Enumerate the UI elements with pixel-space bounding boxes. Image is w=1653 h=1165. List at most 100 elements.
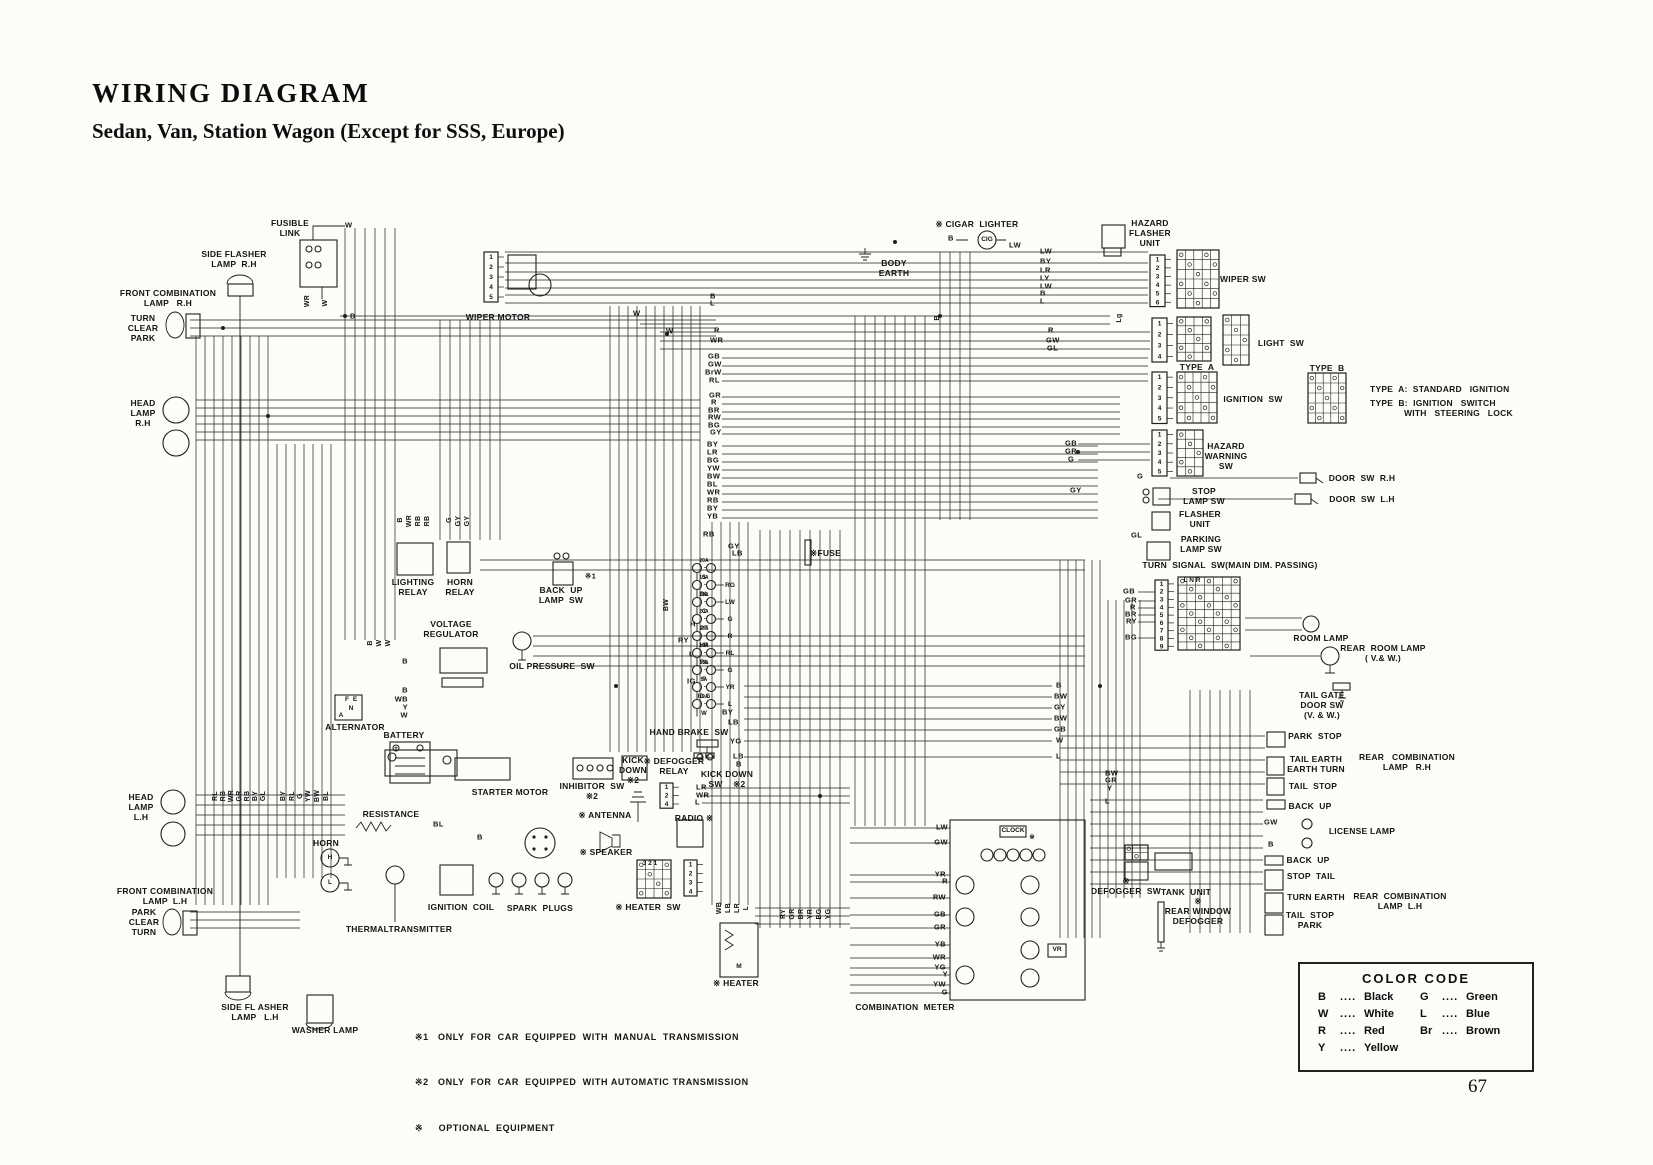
svg-text:8: 8 bbox=[1160, 636, 1164, 643]
svg-text:RL: RL bbox=[700, 660, 708, 666]
color-code-abbr: L bbox=[1420, 1008, 1427, 1021]
color-code-title: COLOR CODE bbox=[1361, 971, 1471, 986]
color-code-entry: Y.... Yellow bbox=[1318, 1040, 1420, 1057]
svg-text:6: 6 bbox=[1160, 620, 1164, 627]
color-code-dots: .... bbox=[1340, 1042, 1357, 1055]
page-header: WIRING DIAGRAM Sedan, Van, Station Wagon… bbox=[92, 78, 565, 144]
svg-text:3: 3 bbox=[1158, 343, 1162, 350]
svg-text:3: 3 bbox=[1158, 450, 1162, 457]
svg-text:4: 4 bbox=[665, 801, 669, 808]
svg-text:20A: 20A bbox=[699, 558, 709, 564]
color-code-dots: .... bbox=[1442, 1025, 1459, 1038]
svg-text:4: 4 bbox=[1156, 282, 1160, 289]
svg-text:LW: LW bbox=[725, 599, 736, 606]
color-code-entry: Br.... Brown bbox=[1420, 1023, 1522, 1040]
color-code-name: Black bbox=[1364, 991, 1394, 1003]
svg-text:10A: 10A bbox=[699, 575, 709, 581]
svg-text:2: 2 bbox=[489, 264, 493, 271]
svg-text:2: 2 bbox=[1158, 332, 1162, 339]
svg-text:3: 3 bbox=[689, 880, 693, 887]
svg-text:1: 1 bbox=[1156, 256, 1160, 263]
svg-text:2: 2 bbox=[665, 793, 669, 800]
svg-text:YR: YR bbox=[725, 684, 734, 691]
svg-text:1: 1 bbox=[1158, 374, 1162, 381]
svg-text:G: G bbox=[727, 616, 732, 623]
svg-text:W: W bbox=[701, 711, 707, 717]
svg-text:C: C bbox=[702, 609, 707, 615]
svg-text:5: 5 bbox=[1158, 415, 1162, 422]
svg-text:2: 2 bbox=[1156, 265, 1160, 272]
color-code-abbr: G bbox=[1420, 991, 1429, 1003]
svg-text:10A: 10A bbox=[699, 643, 709, 649]
page-number: 67 bbox=[1468, 1076, 1487, 1097]
svg-text:RL: RL bbox=[726, 650, 735, 657]
svg-text:1: 1 bbox=[1158, 321, 1162, 328]
color-code-name: Brown bbox=[1466, 1025, 1501, 1038]
svg-text:5A: 5A bbox=[701, 677, 708, 683]
svg-text:1: 1 bbox=[1158, 432, 1162, 439]
svg-text:9: 9 bbox=[1160, 643, 1164, 650]
svg-text:DL: DL bbox=[700, 592, 708, 598]
svg-text:4: 4 bbox=[1158, 459, 1162, 466]
svg-text:20A: 20A bbox=[699, 592, 709, 598]
svg-text:F: F bbox=[702, 677, 706, 683]
svg-text:R: R bbox=[728, 633, 733, 640]
color-code-name: White bbox=[1364, 1008, 1394, 1021]
svg-text:5: 5 bbox=[1160, 612, 1164, 619]
footnotes: ※1 ONLY FOR CAR EQUIPPED WITH MANUAL TRA… bbox=[415, 999, 749, 1165]
svg-text:7: 7 bbox=[1160, 628, 1164, 635]
svg-text:3: 3 bbox=[1156, 274, 1160, 281]
svg-text:4: 4 bbox=[1158, 405, 1162, 412]
svg-text:L: L bbox=[728, 701, 732, 708]
svg-text:IG G: IG G bbox=[698, 694, 711, 700]
svg-text:RG: RG bbox=[725, 582, 735, 589]
svg-text:4: 4 bbox=[489, 284, 493, 291]
footnote-1: ※1 ONLY FOR CAR EQUIPPED WITH MANUAL TRA… bbox=[415, 1031, 740, 1042]
color-code-dots: .... bbox=[1442, 991, 1459, 1003]
svg-text:S: S bbox=[702, 575, 706, 581]
color-code-abbr: R bbox=[1318, 1025, 1326, 1038]
svg-text:4: 4 bbox=[689, 889, 693, 896]
color-code-entry: B....Black bbox=[1318, 989, 1420, 1006]
svg-text:2: 2 bbox=[689, 871, 693, 878]
footnote-3: ※ OPTIONAL EQUIPMENT bbox=[415, 1123, 555, 1134]
svg-text:3: 3 bbox=[489, 274, 493, 281]
color-code-entry: L.... Blue bbox=[1420, 1006, 1522, 1023]
color-code-abbr: W bbox=[1318, 1008, 1329, 1021]
svg-text:6: 6 bbox=[1156, 299, 1160, 306]
svg-text:5: 5 bbox=[1158, 468, 1162, 475]
color-code-abbr: Y bbox=[1318, 1042, 1326, 1055]
svg-text:2: 2 bbox=[1158, 384, 1162, 391]
color-code-name: Blue bbox=[1466, 1008, 1490, 1021]
color-code-dots: .... bbox=[1442, 1008, 1459, 1021]
color-code-dots: .... bbox=[1340, 1008, 1357, 1021]
svg-text:5: 5 bbox=[489, 294, 493, 301]
svg-text:G: G bbox=[727, 667, 732, 674]
svg-text:2: 2 bbox=[1158, 441, 1162, 448]
color-code-name: Yellow bbox=[1364, 1042, 1399, 1055]
svg-text:5: 5 bbox=[1156, 291, 1160, 298]
svg-text:20A: 20A bbox=[699, 609, 709, 615]
page-subtitle: Sedan, Van, Station Wagon (Except for SS… bbox=[92, 119, 565, 143]
svg-text:1: 1 bbox=[489, 254, 493, 261]
color-code-abbr: Br bbox=[1420, 1025, 1433, 1038]
svg-text:1: 1 bbox=[689, 862, 693, 869]
svg-text:4: 4 bbox=[1158, 354, 1162, 361]
svg-text:4: 4 bbox=[1160, 604, 1164, 611]
color-code-name: Red bbox=[1364, 1025, 1385, 1038]
svg-text:10A: 10A bbox=[699, 694, 709, 700]
page-title: WIRING DIAGRAM bbox=[92, 78, 370, 108]
svg-text:2: 2 bbox=[1160, 589, 1164, 596]
color-code-entry: W.... White bbox=[1318, 1006, 1420, 1023]
color-code-entry: R....Red bbox=[1318, 1023, 1420, 1040]
svg-text:1: 1 bbox=[665, 784, 669, 791]
svg-text:3: 3 bbox=[1160, 597, 1164, 604]
svg-text:10A: 10A bbox=[699, 660, 709, 666]
color-code-name: Green bbox=[1466, 991, 1498, 1003]
color-code-abbr: B bbox=[1318, 991, 1326, 1003]
